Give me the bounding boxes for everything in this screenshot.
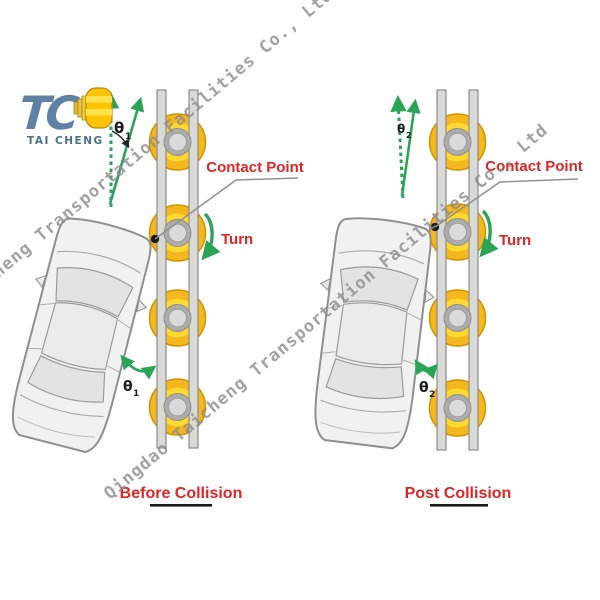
logo-abbr: TC: [17, 86, 81, 140]
car-post: [300, 212, 444, 453]
annotations-before: θ 1 Contact Point Turn θ 1 Before Collis…: [102, 92, 304, 507]
turn-arrow-icon: [201, 212, 221, 261]
exit-direction-arrow: [400, 98, 421, 197]
contact-point-label: Contact Point: [485, 158, 583, 175]
turn-label: Turn: [221, 231, 253, 248]
approach-direction-arrow: [108, 96, 145, 205]
exit-angle-label: θ: [123, 379, 133, 395]
deflection-angle-subscript: 2: [406, 131, 412, 140]
impact-angle-label: θ: [114, 119, 124, 137]
exit-angle-subscript: 2: [429, 390, 435, 400]
barrier-rail: [188, 89, 199, 449]
exit-angle-label: θ: [419, 380, 429, 396]
lane-direction-dotted-arrow: [390, 95, 407, 199]
roller-barrel-icon: [73, 87, 113, 129]
annotations-post: θ 2 Contact Point Turn θ 2 Post Collisio…: [390, 95, 583, 507]
contact-point-leader-line: [434, 178, 579, 228]
impact-angle-arc: [111, 130, 130, 149]
barrier-rail: [436, 89, 447, 451]
taicheng-logo: TC TAI CHENG: [17, 86, 113, 147]
impact-angle-subscript: 1: [125, 132, 131, 142]
exit-angle-arc: [414, 359, 438, 380]
barrier-rail: [468, 89, 479, 451]
caption-before: Before Collision: [120, 485, 243, 502]
contact-point-label: Contact Point: [206, 159, 304, 176]
roller-hub-icon: [443, 304, 472, 332]
turn-arrow-icon: [479, 209, 499, 258]
turn-label: Turn: [499, 232, 531, 249]
logo-name: TAI CHENG: [27, 135, 104, 147]
roller-hub-icon: [163, 219, 192, 247]
roller-hub-icon: [163, 304, 192, 332]
barrier-post: [428, 89, 487, 451]
roller-hub-icon: [443, 394, 472, 422]
exit-angle-subscript: 1: [133, 389, 139, 399]
caption-underline: [430, 504, 488, 507]
exit-angle-arc: [120, 354, 157, 380]
barrier-before: [148, 89, 207, 449]
caption-underline: [150, 504, 212, 507]
barrier-rail: [156, 89, 167, 449]
deflection-angle-label: θ: [397, 122, 405, 136]
caption-post: Post Collision: [405, 485, 512, 502]
roller-hub-icon: [443, 128, 472, 156]
contact-point-leader-line: [154, 177, 299, 240]
